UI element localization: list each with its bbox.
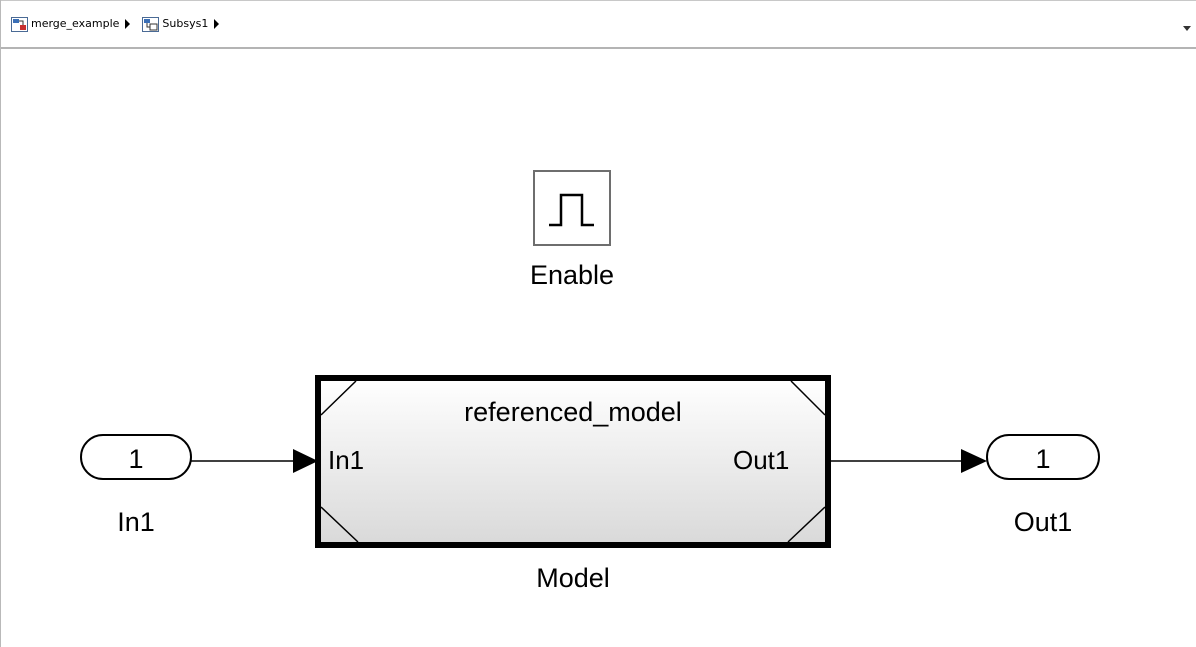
- outport-number: 1: [1035, 444, 1051, 474]
- chevron-right-icon[interactable]: [211, 14, 221, 34]
- model-input-port-label: In1: [328, 445, 365, 475]
- model-reference-block[interactable]: [315, 375, 831, 548]
- enable-pulse-icon: [549, 193, 594, 227]
- breadcrumb-item-subsys1[interactable]: Subsys1: [132, 14, 208, 34]
- breadcrumb-label: merge_example: [31, 17, 120, 30]
- diagram-canvas[interactable]: Enable 1 In1 referenced_model In1 Out1 M…: [1, 49, 1196, 647]
- signal-line-out[interactable]: [828, 449, 987, 473]
- inport-block-label: In1: [117, 507, 155, 537]
- inport-block[interactable]: [80, 434, 192, 480]
- model-icon: [11, 16, 28, 32]
- chevron-down-icon[interactable]: [1181, 20, 1193, 31]
- signal-line-in[interactable]: [191, 449, 318, 473]
- breadcrumb: merge_example Subsys1: [1, 0, 1196, 49]
- outport-block[interactable]: [986, 434, 1100, 480]
- diagram-graphics: [80, 170, 1100, 548]
- breadcrumb-item-merge-example[interactable]: merge_example: [1, 14, 119, 34]
- enable-block-label: Enable: [529, 260, 615, 290]
- chevron-right-icon[interactable]: [122, 14, 132, 34]
- model-block-title: referenced_model: [464, 397, 682, 427]
- inport-number: 1: [128, 444, 144, 474]
- model-output-port-label: Out1: [733, 445, 790, 475]
- enable-block[interactable]: [533, 170, 611, 246]
- model-block-label: Model: [536, 563, 610, 593]
- subsystem-icon: [142, 16, 160, 32]
- breadcrumb-label: Subsys1: [162, 17, 209, 30]
- outport-block-label: Out1: [1013, 507, 1073, 537]
